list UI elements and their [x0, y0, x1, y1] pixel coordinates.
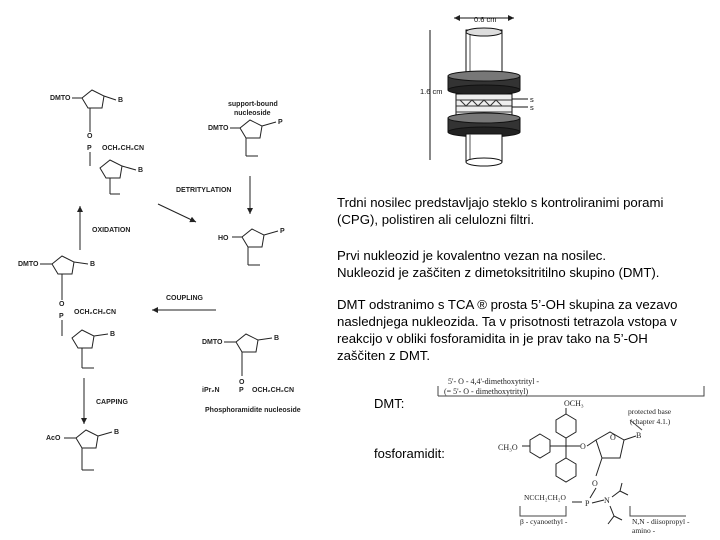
top-dinucleotide: DMTO B O P OCH₂CH₂CN B [50, 89, 144, 195]
base-label-2: B [138, 167, 143, 174]
aco-label: AcO [46, 435, 61, 442]
base-label-3: B [90, 261, 95, 268]
first-nucleoside-line-1: Prvi nukleozid je kovalentno vezan na no… [337, 248, 607, 263]
paragraph-support: Trdni nosilec predstavljajo steklo s kon… [337, 194, 663, 228]
step-capping: CAPPING [96, 399, 128, 406]
column-diagram: 0.6 cm 1.6 cm s s [420, 15, 534, 167]
n-atom-label: N [604, 496, 610, 505]
dmt-structure: 5'- O - 4,4'-dimethoxytrityl - (= 5'- O … [437, 377, 705, 535]
dmt-label: DMT: [374, 396, 405, 411]
o-atom-label: O [580, 442, 586, 451]
dmto-label: DMTO [50, 95, 71, 102]
top-note-2: (= 5'- O - dimethoxytrityl) [444, 387, 528, 396]
cycle-arrows [77, 176, 253, 424]
o3-label: O [592, 479, 598, 488]
detritylated-nucleoside: HO P [218, 228, 285, 266]
dmto-label-3: DMTO [18, 261, 39, 268]
support-line-2: (CPG), polistiren ali celulozni filtri. [337, 212, 535, 227]
step-oxidation: OXIDATION [92, 227, 130, 234]
dmto-label-2: DMTO [208, 125, 229, 132]
p-label-5: P [239, 387, 244, 394]
ho-label: HO [218, 235, 229, 242]
o-label: O [87, 133, 93, 140]
protected-base-label: protected base [628, 407, 672, 416]
first-nucleoside-line-2: Nukleozid je zaščiten z dimetoksitritiln… [337, 265, 660, 280]
dmt-removal-line-3: reakcijo v obliki fosforamidita in je pr… [337, 331, 648, 346]
oce-label-2: OCH₂CH₂CN [74, 309, 116, 316]
p-label-2: P [278, 119, 283, 126]
phosphoramidite-caption: Phosphoramidite nucleoside [205, 407, 301, 414]
phosphite-dinucleotide: DMTO B O P OCH₂CH₂CN B [18, 255, 116, 369]
oce-label: OCH₂CH₂CN [102, 145, 144, 152]
diisopropyl-label: N,N - diisopropyl - [632, 517, 690, 526]
capped-nucleoside: AcO B [46, 429, 119, 471]
p-label-3: P [280, 228, 285, 235]
ring-o-label: O [610, 433, 616, 442]
base-label-4: B [110, 331, 115, 338]
column-height-label: 1.6 cm [420, 87, 443, 96]
protected-chapter-label: (chapter 4.1.) [630, 417, 671, 426]
top-note-1: 5'- O - 4,4'-dimethoxytrityl - [448, 377, 539, 386]
base-label-6: B [114, 429, 119, 436]
support-line-1: Trdni nosilec predstavljajo steklo s kon… [337, 195, 664, 210]
nucleoside-label: nucleoside [234, 110, 271, 117]
p-label-4: P [59, 313, 64, 320]
o-label-3: O [239, 379, 245, 386]
b-atom-label: B [636, 431, 641, 440]
p-label: P [87, 145, 92, 152]
ncch-label: NCCH₂CH₂O [524, 493, 566, 502]
base-label: B [118, 97, 123, 104]
cyanoethyl-label: β - cyanoethyl - [520, 517, 568, 526]
marker-s1: s [530, 95, 534, 104]
p-atom-label: P [585, 499, 590, 508]
step-coupling: COUPLING [166, 295, 204, 302]
o-label-2: O [59, 301, 65, 308]
dmt-removal-line-2: naslednjega nukleozida. Ta v prisotnosti… [337, 314, 677, 329]
support-nucleoside: support-bound nucleoside DMTO P [208, 101, 283, 157]
amino-label: amino - [632, 526, 656, 535]
paragraph-dmt-removal: DMT odstranimo s TCA ® prosta 5’-OH skup… [337, 296, 678, 364]
ipr2n-label: iPr₂N [202, 387, 220, 394]
step-detritylation: DETRITYLATION [176, 187, 231, 194]
fosforamidit-label: fosforamidit: [374, 446, 445, 461]
dmt-removal-line-1: DMT odstranimo s TCA ® prosta 5’-OH skup… [337, 297, 678, 312]
dmto-label-4: DMTO [202, 339, 223, 346]
base-label-5: B [274, 335, 279, 342]
ch3o-label: CH₃O [498, 443, 518, 452]
oce-label-3: OCH₂CH₂CN [252, 387, 294, 394]
phosphoramidite-nucleoside: DMTO B O iPr₂N P OCH₂CH₂CN Phosphoramidi… [202, 333, 301, 414]
column-width-label: 0.6 cm [474, 15, 497, 24]
support-label: support-bound [228, 101, 278, 108]
och3-label: OCH₃ [564, 399, 584, 408]
dmt-removal-line-4: zaščiten z DMT. [337, 348, 431, 363]
marker-s2: s [530, 103, 534, 112]
paragraph-first-nucleoside: Prvi nukleozid je kovalentno vezan na no… [337, 247, 659, 281]
